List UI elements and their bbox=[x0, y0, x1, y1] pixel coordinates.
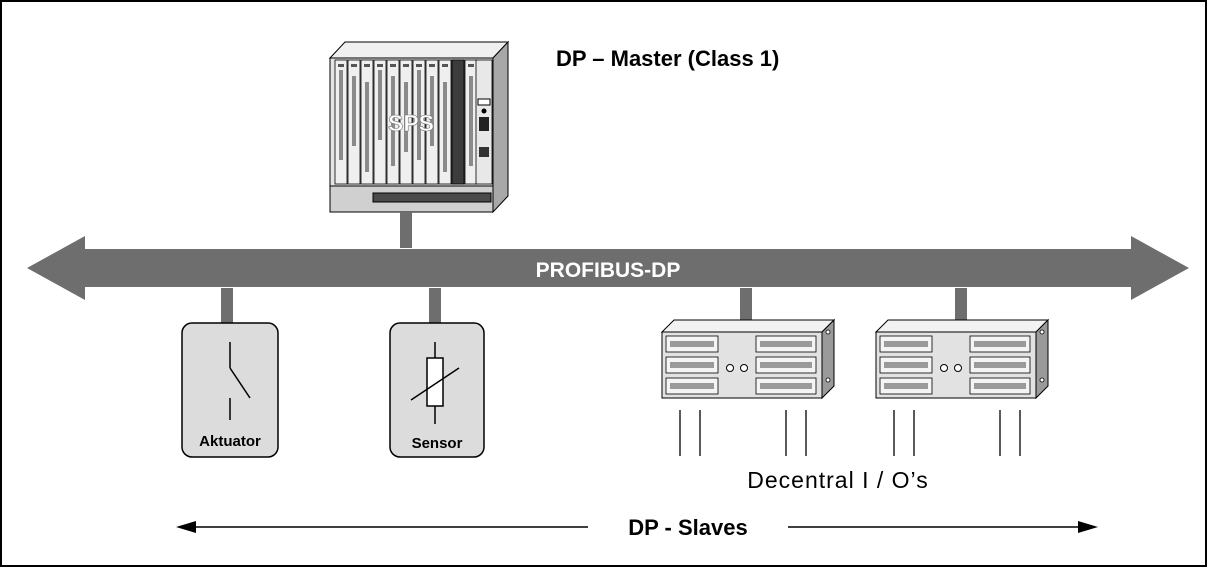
bus-label: PROFIBUS-DP bbox=[536, 259, 681, 282]
plc-module-card bbox=[347, 59, 361, 185]
plc-module-card bbox=[334, 59, 348, 185]
plc-module-card bbox=[464, 59, 478, 185]
profibus-bus-arrow bbox=[27, 236, 1189, 300]
actuator-label: Aktuator bbox=[199, 433, 261, 450]
decentral-io-module bbox=[660, 318, 836, 456]
decentral-io-module bbox=[874, 318, 1050, 456]
io-racks bbox=[660, 318, 1050, 456]
slaves-span-arrow bbox=[176, 521, 1098, 533]
plc-rack: SPS bbox=[328, 40, 510, 214]
plc-cpu-module bbox=[451, 59, 465, 185]
plc-module-card bbox=[438, 59, 452, 185]
plc-module-card bbox=[386, 59, 400, 185]
actuator-device: Aktuator bbox=[181, 322, 279, 458]
slaves-label: DP - Slaves bbox=[628, 515, 747, 540]
io-caption: Decentral I / O’s bbox=[747, 467, 928, 493]
sensor-label: Sensor bbox=[412, 435, 463, 452]
plc-label: SPS bbox=[388, 110, 434, 136]
sensor-device: Sensor bbox=[389, 322, 485, 458]
plc-module-card bbox=[373, 59, 387, 185]
plc-modules bbox=[334, 59, 493, 185]
plc-module-card bbox=[360, 59, 374, 185]
bus-stubs bbox=[221, 212, 967, 324]
plc-module-card bbox=[412, 59, 426, 185]
plc-module-card bbox=[399, 59, 413, 185]
plc-module-card bbox=[425, 59, 439, 185]
master-title: DP – Master (Class 1) bbox=[556, 46, 779, 71]
